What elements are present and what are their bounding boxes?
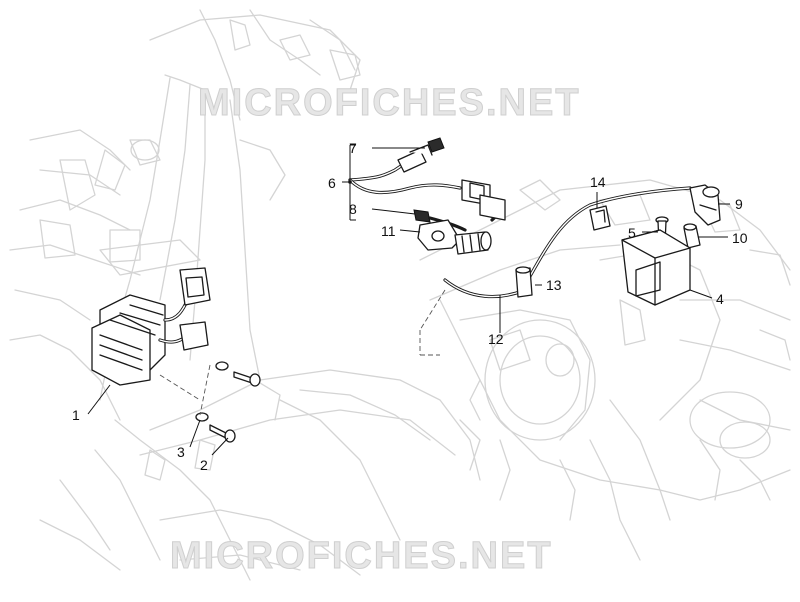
spark-plug-cap-part-9 bbox=[689, 184, 721, 226]
callout-1: 1 bbox=[72, 407, 80, 423]
callout-7: 7 bbox=[349, 140, 357, 156]
fastener-set-1 bbox=[159, 361, 261, 443]
cable-clip-part-14 bbox=[589, 205, 611, 231]
callout-3: 3 bbox=[177, 444, 185, 460]
grommet-part-13 bbox=[515, 266, 533, 298]
engine-ghost bbox=[419, 179, 791, 561]
watermark-top: MICROFICHES.NET bbox=[198, 82, 581, 124]
callout-5: 5 bbox=[628, 225, 636, 241]
pickup-sensor-part-11 bbox=[417, 219, 492, 255]
callout-13: 13 bbox=[546, 277, 562, 293]
callout-2: 2 bbox=[200, 457, 208, 473]
wiring-harness-part-6 bbox=[348, 137, 506, 232]
callout-8: 8 bbox=[349, 201, 357, 217]
callout-9: 9 bbox=[735, 196, 743, 212]
callout-11: 11 bbox=[381, 223, 396, 239]
watermark-bottom: MICROFICHES.NET bbox=[170, 535, 553, 577]
callout-14: 14 bbox=[590, 174, 606, 190]
ignition-coil-part-4 bbox=[621, 229, 691, 306]
callout-6: 6 bbox=[328, 175, 336, 191]
leader-lines bbox=[87, 144, 730, 456]
callout-12: 12 bbox=[488, 331, 504, 347]
voltage-regulator-part-1 bbox=[91, 267, 211, 386]
scooter-frame-ghost bbox=[9, 9, 481, 581]
callout-10: 10 bbox=[732, 230, 748, 246]
callout-4: 4 bbox=[716, 291, 724, 307]
connector-part-10 bbox=[683, 223, 701, 249]
